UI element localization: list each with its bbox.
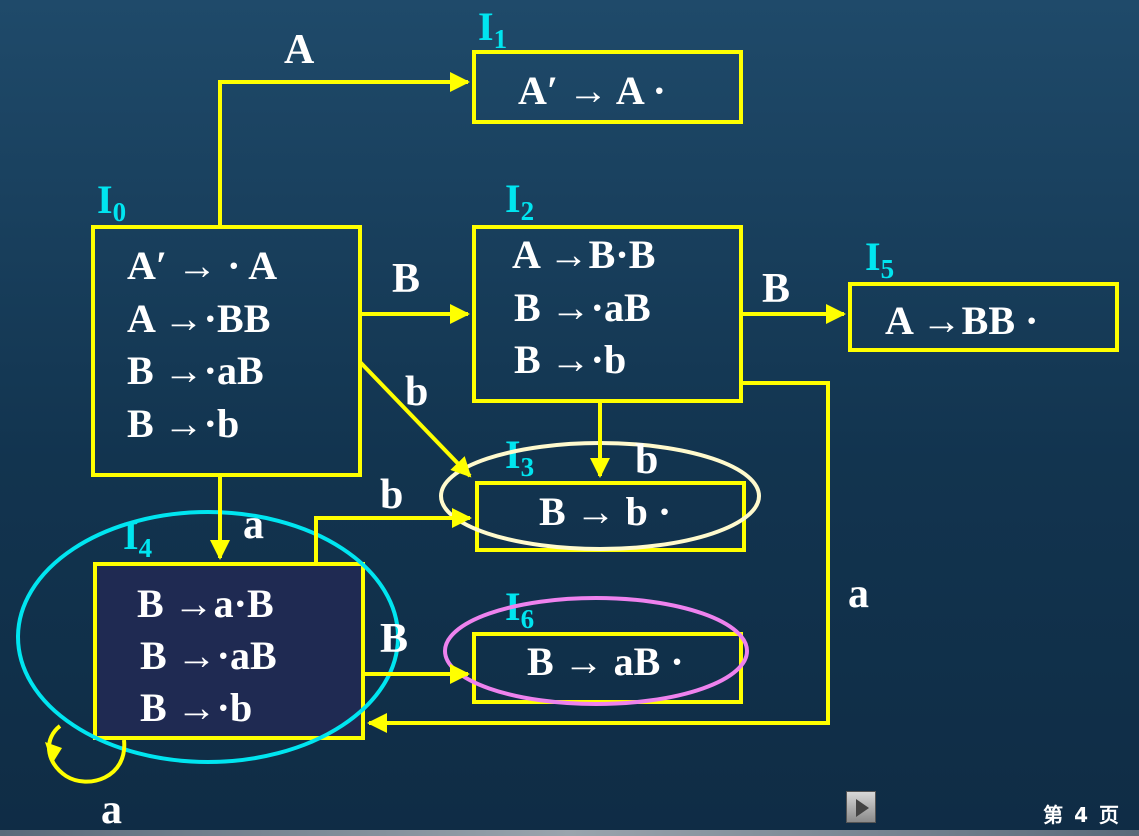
state-I4-item-2: B →·aB <box>140 633 277 678</box>
state-I6: I6 B → aB · <box>443 584 749 706</box>
edge-I0-I4-label: a <box>243 502 264 548</box>
state-I6-item-1: B → aB · <box>527 639 684 684</box>
edge-I2-I3-label: b <box>635 437 658 483</box>
state-I0-label: I0 <box>97 177 126 227</box>
state-I2-item-3: B →·b <box>514 337 626 382</box>
state-I2-label: I2 <box>505 176 534 226</box>
state-I1: I1 A′ → A · <box>472 4 743 124</box>
state-I4-highlight-ellipse <box>16 510 400 764</box>
play-triangle-icon <box>856 799 869 817</box>
edge-I4-I3-label: b <box>380 472 403 518</box>
next-slide-button[interactable] <box>846 791 876 823</box>
state-I3-label: I3 <box>505 432 534 482</box>
edge-I2-I4: a <box>367 381 869 733</box>
edge-I0-I1-label: A <box>284 27 315 73</box>
state-I5: I5 A →BB · <box>848 234 1119 352</box>
state-I5-item-1: A →BB · <box>885 298 1038 343</box>
edge-I0-I2: B <box>360 256 470 324</box>
state-I1-label: I1 <box>478 4 507 54</box>
edge-I2-I5: B <box>741 266 846 324</box>
state-I2-item-2: B →·aB <box>514 285 651 330</box>
edge-I0-I4: a <box>210 475 264 560</box>
edge-I4-I6-label: B <box>380 616 408 662</box>
state-I6-highlight-ellipse <box>443 596 749 706</box>
state-I5-label: I5 <box>865 234 894 284</box>
edge-I4-I6: B <box>363 616 470 684</box>
edge-I0-I3-label: b <box>405 369 428 415</box>
state-I3-item-1: B → b · <box>539 489 671 534</box>
edge-I0-I2-label: B <box>392 256 420 302</box>
bottom-bar <box>0 830 1139 836</box>
state-I0-item-1: A′ → · A <box>127 243 277 288</box>
state-I0-item-4: B →·b <box>127 401 239 446</box>
edge-I2-I5-label: B <box>762 266 790 312</box>
edge-I0-I3: b <box>358 360 472 478</box>
edge-I2-I3: b <box>590 401 658 483</box>
edge-I0-I1: A <box>218 27 470 227</box>
state-I4: I4 B →a·B B →·aB B →·b <box>16 510 400 764</box>
state-I0-item-2: A →·BB <box>127 296 270 341</box>
state-I0: I0 A′ → · A A →·BB B →·aB B →·b <box>91 177 362 477</box>
state-I1-item-1: A′ → A · <box>518 68 666 113</box>
state-I4-item-1: B →a·B <box>137 581 274 626</box>
state-I2-item-1: A →B·B <box>512 232 655 277</box>
state-I0-item-3: B →·aB <box>127 348 264 393</box>
edge-I2-I4-label: a <box>848 571 869 617</box>
state-I2: I2 A →B·B B →·aB B →·b <box>472 176 743 403</box>
state-I4-item-3: B →·b <box>140 685 252 730</box>
edge-I4-I3: b <box>314 472 472 564</box>
edge-I4-self-loop-label: a <box>101 787 122 833</box>
edge-I4-self-loop: a <box>45 724 127 833</box>
page-number: 第 4 页 <box>1043 803 1121 827</box>
